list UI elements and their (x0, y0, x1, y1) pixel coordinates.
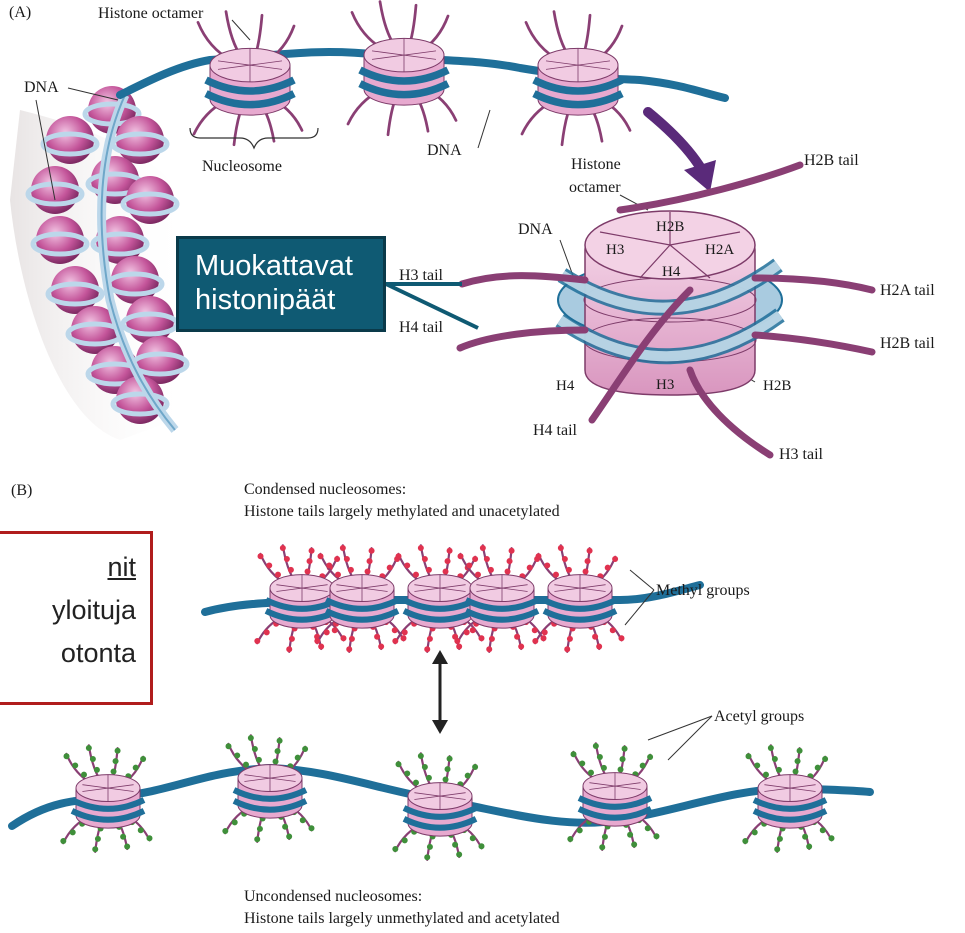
condensed-nucleosome (454, 545, 546, 652)
fiber-nucleosome (116, 116, 164, 164)
callout-red-box: nit yloituja otonta (0, 531, 153, 705)
chromatin-fiber (10, 86, 191, 440)
zoom-histone-label-1: Histone (571, 157, 621, 173)
zoom-histone-label-2: octamer (569, 180, 621, 196)
h2b-tail-top-label: H2B tail (804, 153, 859, 169)
h2a-label: H2A (705, 243, 734, 258)
h4-bottom-label: H4 (556, 379, 574, 394)
nucleosome-label: Nucleosome (202, 159, 282, 175)
uncondensed-nucleosome (567, 743, 659, 850)
double-arrow-icon (432, 650, 448, 734)
h2b-label: H2B (656, 220, 684, 235)
uncondensed-nucleosome (60, 745, 152, 852)
h4-tail-label: H4 tail (399, 320, 443, 336)
nucleosome-zoom (460, 165, 872, 455)
h3-tail-bottom-label: H3 tail (779, 447, 823, 463)
h3-tail-label: H3 tail (399, 268, 443, 284)
fiber-nucleosome (126, 296, 174, 344)
condensed-nucleosome (532, 545, 624, 652)
zoom-arrow-icon (648, 112, 716, 192)
top-nucleosome (348, 2, 456, 135)
h3-label: H3 (606, 243, 624, 258)
uncondensed-title: Uncondensed nucleosomes: (244, 889, 422, 905)
h2a-tail-label: H2A tail (880, 283, 935, 299)
h2b-bottom-label: H2B (763, 379, 791, 394)
fiber-nucleosome (46, 116, 94, 164)
callout-blue-line-1: Muokattavat (195, 249, 383, 283)
callout-modifiable-tails: Muokattavat histonipäät (176, 236, 386, 332)
h3-bottom-label: H3 (656, 378, 674, 393)
callout-red-line-1: nit (0, 546, 136, 589)
methyl-groups-label: Methyl groups (656, 583, 750, 599)
nucleosome-brace (190, 128, 318, 148)
condensed-title: Condensed nucleosomes: (244, 482, 406, 498)
callout-blue-line-2: histonipäät (195, 283, 383, 317)
uncondensed-nucleosome (392, 753, 484, 860)
histone-octamer-label: Histone octamer (98, 6, 203, 22)
acetyl-groups-label: Acetyl groups (714, 709, 804, 725)
fiber-nucleosome (31, 166, 79, 214)
h4-label: H4 (662, 265, 680, 280)
h2b-tail-right-label: H2B tail (880, 336, 935, 352)
zoom-dna-label: DNA (518, 222, 553, 238)
uncondensed-nucleosome (742, 745, 834, 852)
condensed-nucleosome (314, 545, 406, 652)
dna-label-left: DNA (24, 80, 59, 96)
acetyl-leader-lines (648, 716, 712, 760)
fiber-nucleosome (36, 216, 84, 264)
h4-tail-bottom-label: H4 tail (533, 423, 577, 439)
uncondensed-subtitle: Histone tails largely unmethylated and a… (244, 911, 560, 927)
fiber-nucleosome (126, 176, 174, 224)
callout-red-line-3: otonta (0, 632, 136, 675)
top-nucleosome (522, 12, 630, 145)
panel-a-label: (A) (9, 5, 31, 21)
callout-red-line-2: yloituja (0, 589, 136, 632)
dna-label-middle: DNA (427, 143, 462, 159)
panel-b-label: (B) (11, 483, 32, 499)
condensed-subtitle: Histone tails largely methylated and una… (244, 504, 560, 520)
uncondensed-nucleosome (222, 735, 314, 842)
top-nucleosome (194, 12, 302, 145)
